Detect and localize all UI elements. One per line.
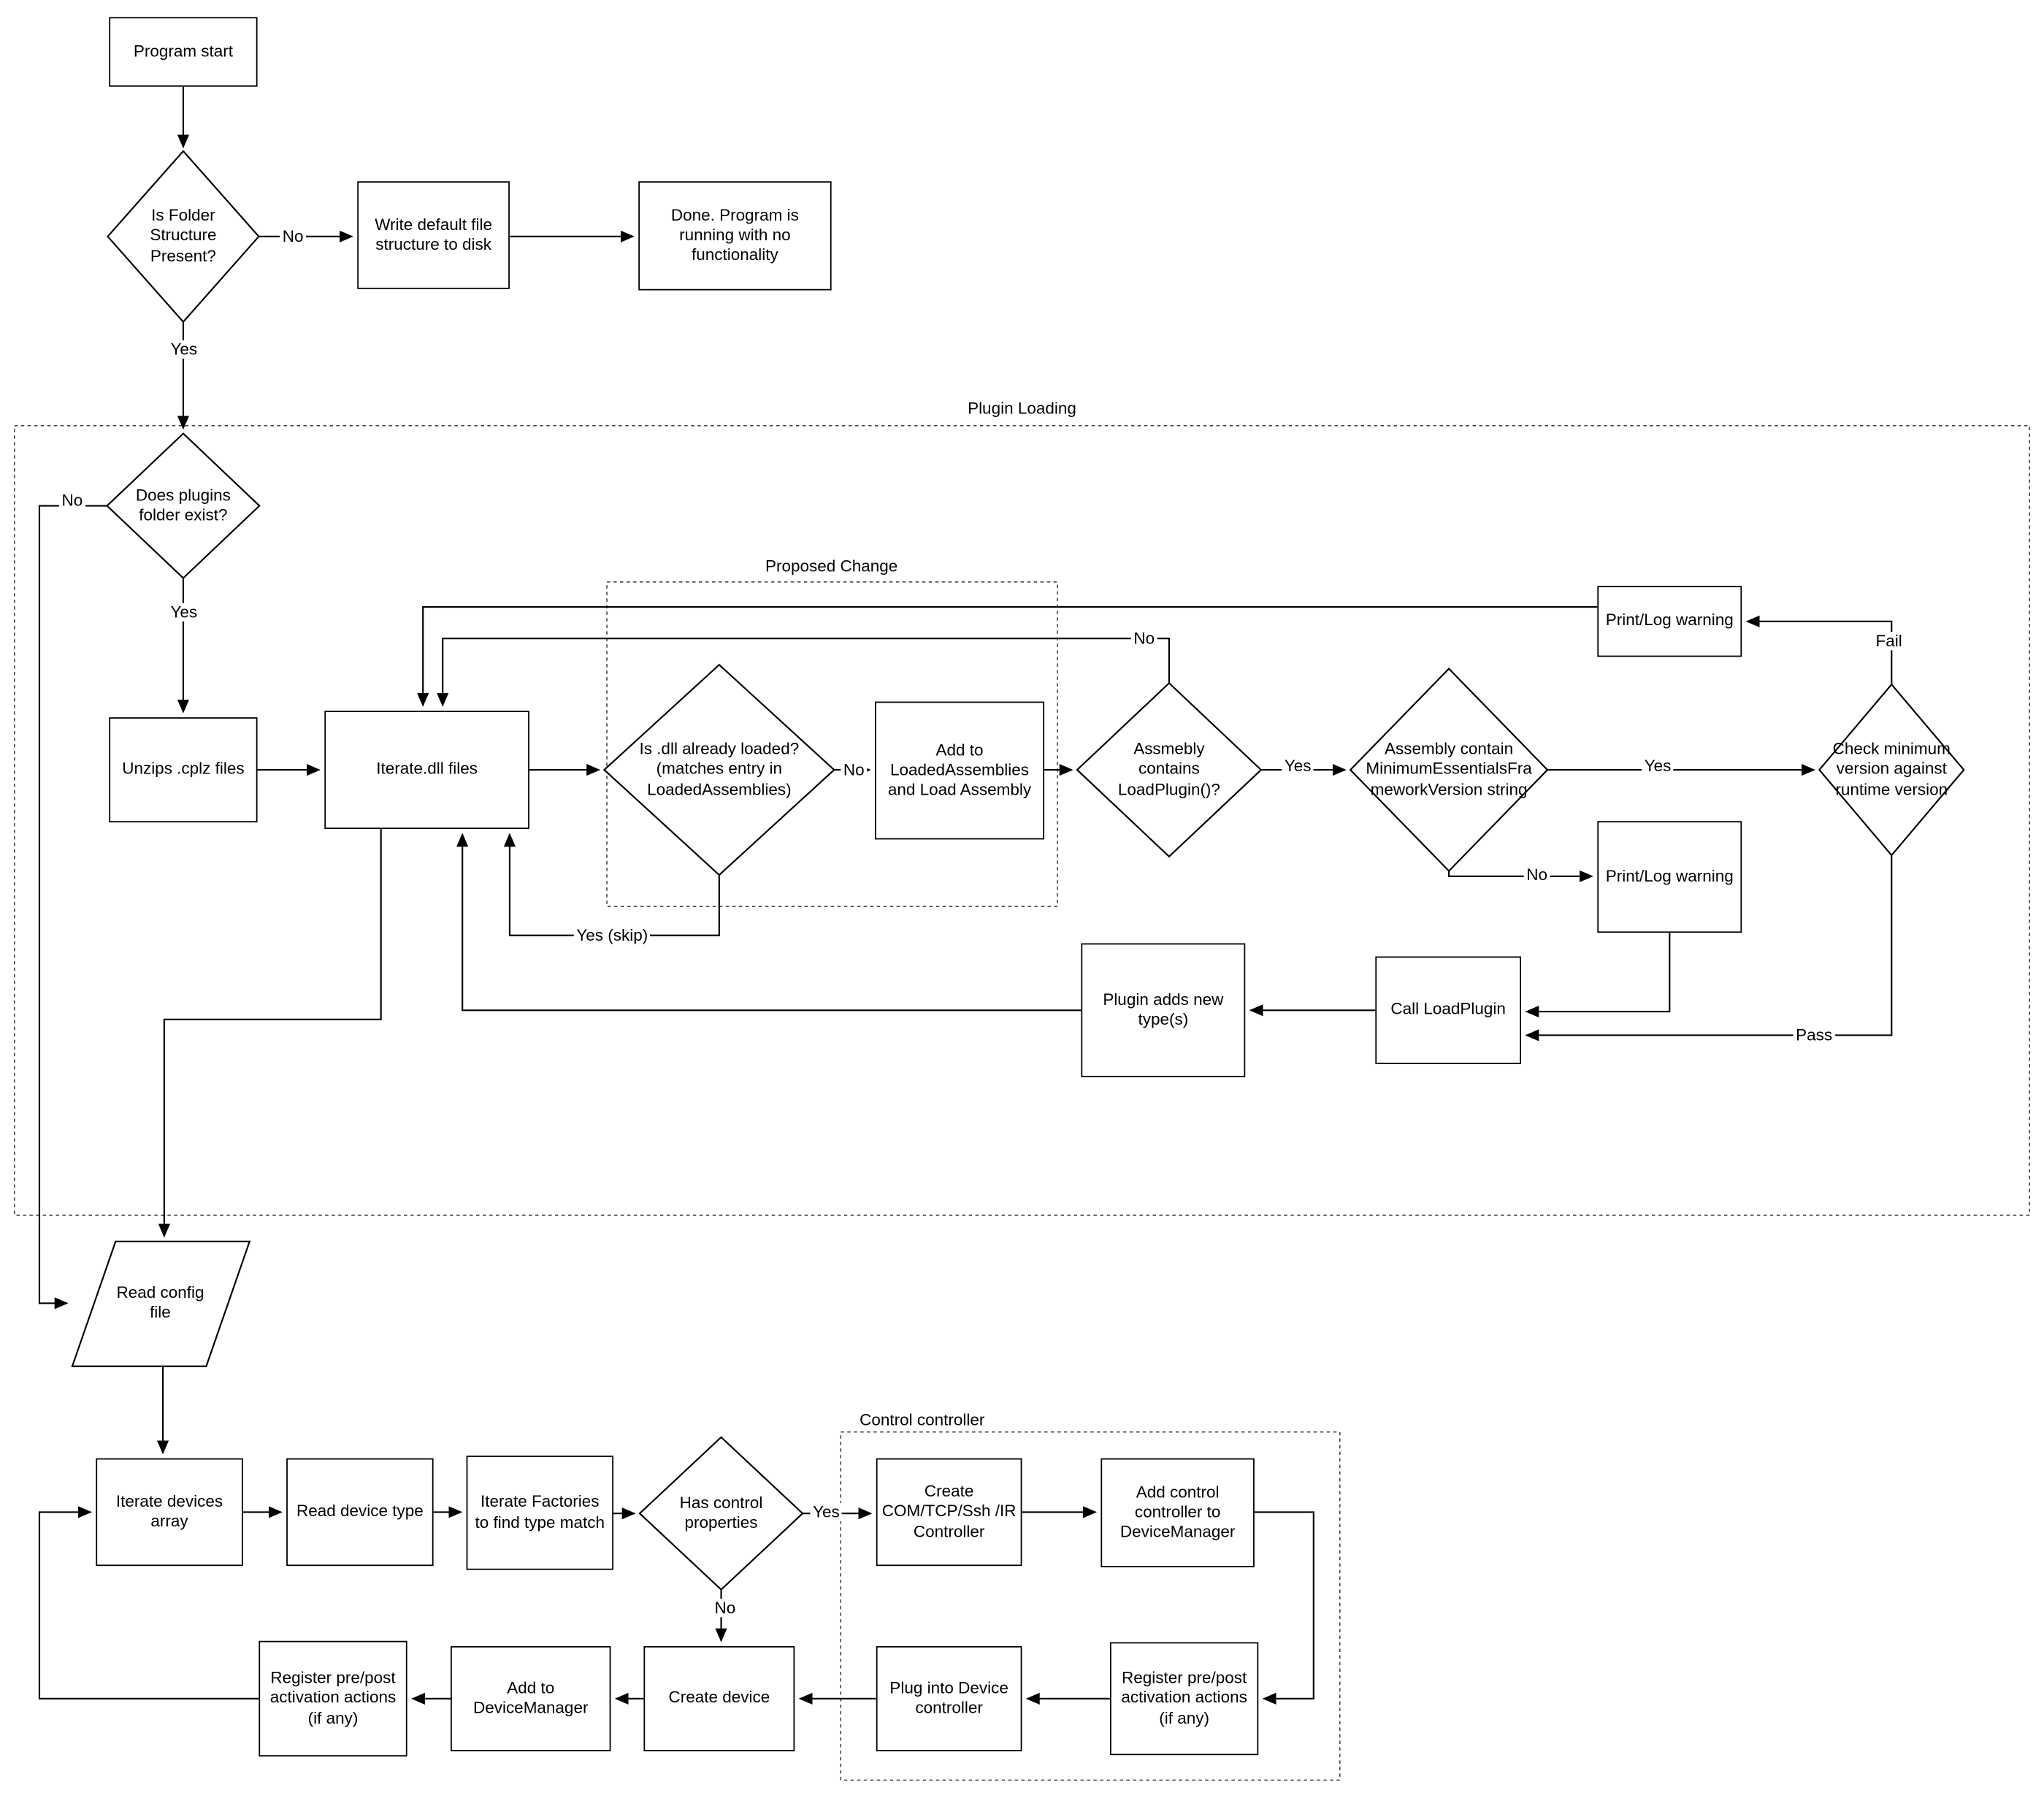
- is-folder-structure-diamond: [107, 150, 260, 324]
- edge-label-version-pass: Pass: [1793, 1025, 1835, 1045]
- node-print-log-warning-mid: Print/Log warning: [1597, 821, 1742, 933]
- plugin-loading-group-label: Plugin Loading: [963, 399, 1081, 418]
- has-control-props-label: Has control properties: [679, 1493, 763, 1532]
- edge-label-control-no: No: [711, 1599, 738, 1618]
- node-program-start: Program start: [109, 17, 258, 87]
- node-add-control-controller: Add control controller to DeviceManager: [1101, 1458, 1255, 1567]
- is-folder-structure-label: Is Folder Structure Present?: [150, 206, 217, 265]
- assembly-contains-loadplugin-label: Assmebly contains LoadPlugin()?: [1117, 739, 1220, 798]
- is-dll-loaded-label: Is .dll already loaded? (matches entry i…: [639, 739, 800, 798]
- edge-label-loadplugin-yes: Yes: [1282, 757, 1314, 776]
- edge-label-plugins-yes: Yes: [167, 603, 200, 622]
- assembly-contains-minver-diamond: [1349, 668, 1549, 873]
- edge-label-version-fail: Fail: [1872, 632, 1905, 651]
- does-plugins-exist-diamond: [106, 432, 261, 579]
- assembly-contains-minver-label: Assembly contain MinimumEssentialsFramew…: [1366, 739, 1532, 798]
- edge-version-fail-to-print-warn-top: [1745, 615, 1893, 685]
- edge-version-pass-to-call-loadplugin: [1525, 855, 1893, 1041]
- edge-label-control-yes: Yes: [810, 1502, 843, 1522]
- edge-dll-yes-skip-to-iterate-dll: [503, 833, 720, 936]
- edge-loadplugin-no-to-iterate-dll: [437, 638, 1171, 707]
- node-create-device: Create device: [643, 1645, 795, 1751]
- node-done-no-functionality: Done. Program is running with no functio…: [638, 181, 832, 291]
- node-plug-into-device-controller: Plug into Device controller: [876, 1645, 1022, 1751]
- edge-label-minver-no: No: [1523, 865, 1550, 884]
- has-control-props-diamond: [638, 1436, 804, 1591]
- edge-label-folder-yes: Yes: [167, 340, 200, 359]
- read-config-parallelogram: [71, 1240, 251, 1367]
- node-register-activation-dev: Register pre/post activation actions (if…: [259, 1640, 407, 1756]
- does-plugins-exist-label: Does plugins folder exist?: [135, 486, 231, 524]
- check-min-version-label: Check minimum version against runtime ve…: [1832, 739, 1951, 798]
- edge-label-minver-yes: Yes: [1642, 757, 1674, 776]
- proposed-change-group-label: Proposed Change: [761, 557, 902, 576]
- node-write-default-structure: Write default file structure to disk: [357, 181, 510, 289]
- node-unzips-cplz: Unzips .cplz files: [109, 717, 258, 823]
- control-controller-group-label: Control controller: [855, 1410, 989, 1430]
- edge-label-loadplugin-no: No: [1130, 629, 1157, 648]
- node-iterate-devices-array: Iterate devices array: [96, 1458, 243, 1567]
- plugin-loading-group-box: [13, 425, 2030, 1216]
- edge-add-control-to-register-ctrl: [1254, 1511, 1314, 1705]
- node-add-to-devicemanager: Add to DeviceManager: [450, 1645, 611, 1751]
- edge-label-dll-no: No: [841, 760, 868, 779]
- read-config-label: Read config file: [116, 1282, 204, 1322]
- edge-plugins-no-to-read-config: [38, 505, 108, 1310]
- node-create-controller: Create COM/TCP/Ssh /IR Controller: [876, 1458, 1022, 1567]
- node-iterate-dll-files: Iterate.dll files: [324, 711, 529, 830]
- node-read-device-type: Read device type: [286, 1458, 434, 1567]
- edge-label-dll-yes-skip: Yes (skip): [573, 926, 651, 945]
- node-call-loadplugin: Call LoadPlugin: [1375, 956, 1522, 1065]
- node-add-to-loaded-assemblies: Add to LoadedAssemblies and Load Assembl…: [875, 701, 1045, 840]
- edge-print-warn-mid-to-call-loadplugin: [1525, 933, 1671, 1018]
- node-iterate-factories: Iterate Factories to find type match: [466, 1456, 614, 1570]
- assembly-contains-loadplugin-diamond: [1076, 681, 1263, 858]
- edge-iterate-dll-to-read-config: [158, 829, 382, 1238]
- node-plugin-adds-types: Plugin adds new type(s): [1081, 943, 1246, 1078]
- node-print-log-warning-top: Print/Log warning: [1597, 586, 1742, 657]
- edge-label-plugins-no: No: [58, 491, 85, 510]
- proposed-change-group-box: [606, 581, 1058, 907]
- edge-label-folder-no: No: [280, 227, 307, 246]
- is-dll-loaded-diamond: [602, 663, 835, 876]
- node-register-activation-ctrl: Register pre/post activation actions (if…: [1109, 1642, 1259, 1756]
- edge-register-dev-to-iterate-devices: [38, 1506, 259, 1700]
- edge-plugin-adds-to-iterate-dll: [456, 833, 1082, 1012]
- edge-print-warn-top-to-iterate-dll: [417, 605, 1598, 707]
- check-min-version-diamond: [1818, 683, 1965, 857]
- edge-minver-no-to-print-warn-mid: [1447, 870, 1593, 882]
